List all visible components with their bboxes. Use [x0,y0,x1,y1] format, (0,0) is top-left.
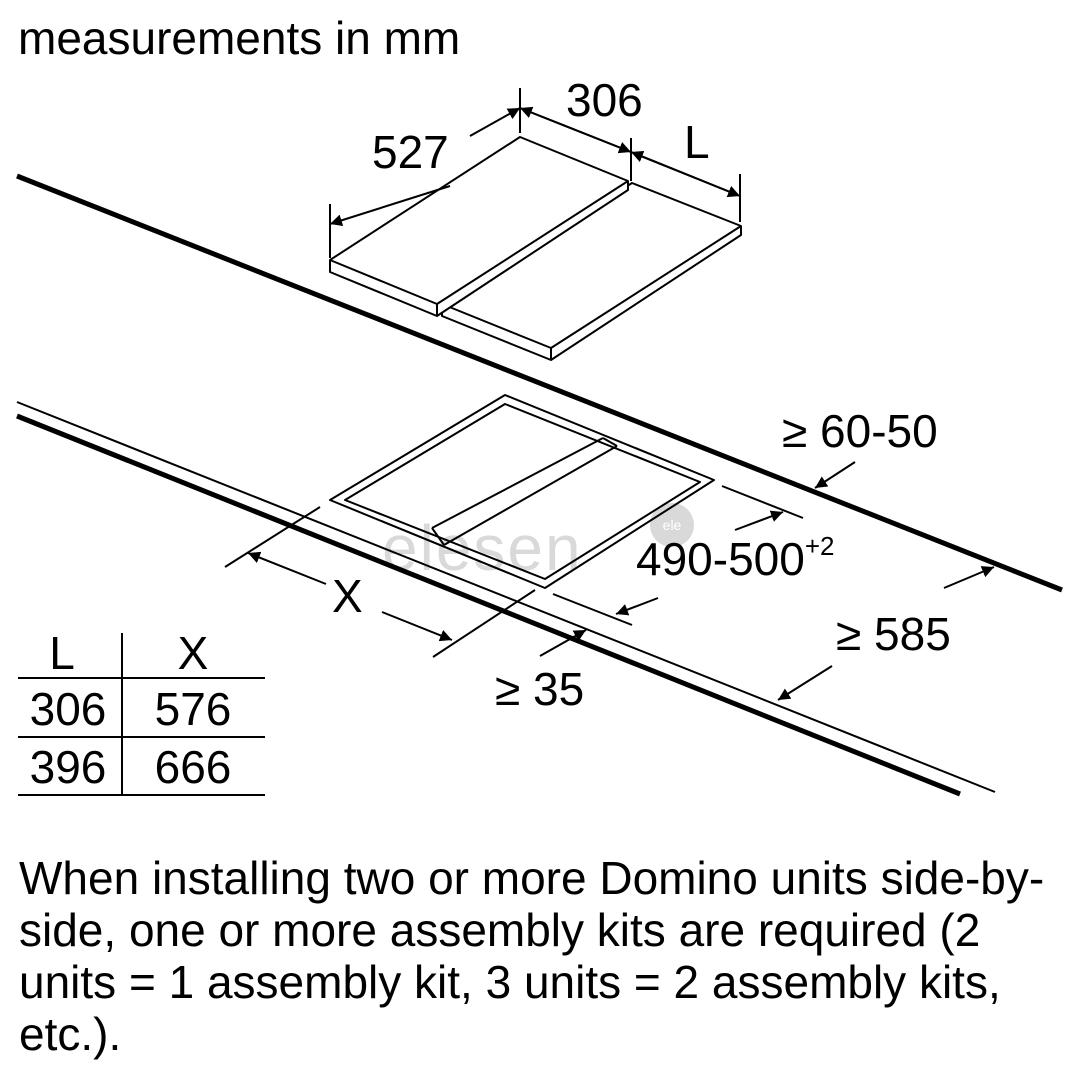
dimension-label-cutout-depth: 490-500+2 [636,531,834,585]
dimension-label-front-distance: ≥ 35 [495,663,584,715]
hob-unit-right [441,182,742,361]
worktop-rear-edge [16,173,1063,593]
dimension-label-depth: 527 [372,126,449,178]
dimension-cutout-depth [552,485,804,626]
watermark-badge-text: ele [663,517,682,533]
units-caption: measurements in mm [18,12,460,64]
table-header-l: L [49,627,75,679]
table-cell: 306 [30,683,107,735]
dimension-label-min-depth: ≥ 585 [836,608,951,660]
dimension-variable-width [630,150,741,222]
table-header-x: X [178,627,209,679]
domino-hob-units [329,136,742,361]
dimension-label-cutout-length: X [332,570,363,622]
worktop-front-edge [16,401,996,797]
dimension-front-distance [539,629,587,657]
table-cell: 666 [155,741,232,793]
dimension-min-depth [777,566,995,701]
dimension-label-unit-width: 306 [566,74,643,126]
hob-unit-left [329,136,629,317]
assembly-kit-note: When installing two or more Domino units… [19,852,1045,1060]
table-cell: 396 [30,741,107,793]
dimension-label-variable-width: L [684,116,710,168]
dimension-cutout-length [224,506,536,658]
dimension-label-wall-distance: ≥ 60-50 [782,405,938,457]
dimension-wall-distance [814,461,856,489]
size-table: L X 306 576 396 666 [18,627,265,796]
table-cell: 576 [155,683,232,735]
worktop-cutout [329,394,715,589]
